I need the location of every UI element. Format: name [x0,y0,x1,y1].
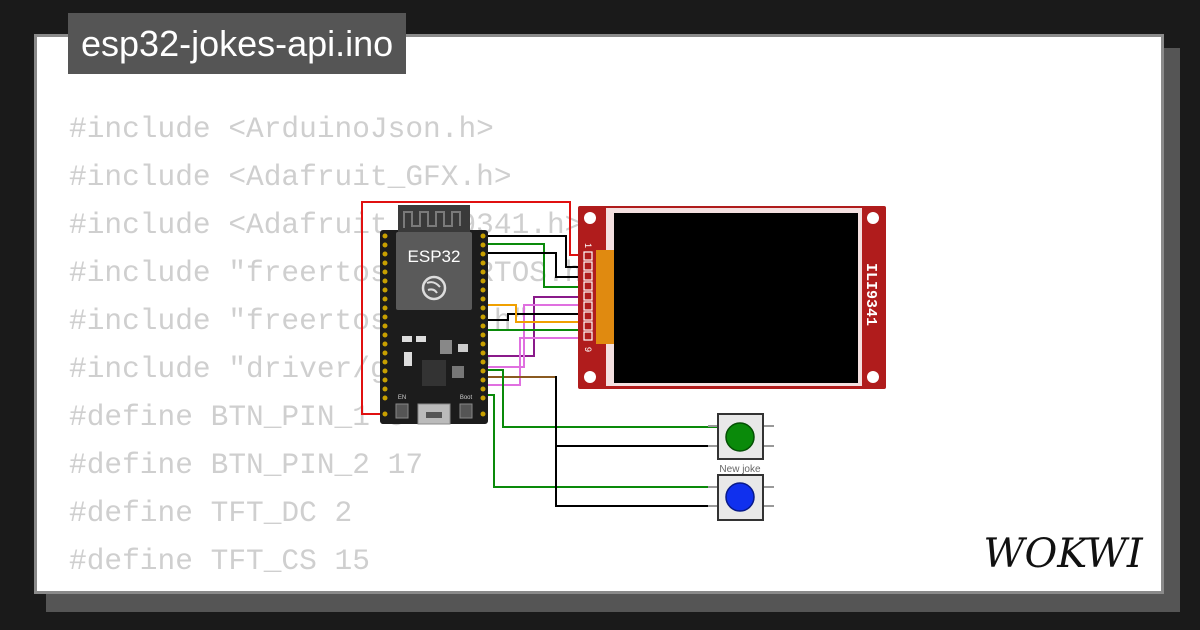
boot-label: Boot [460,395,473,401]
wire-green-btn1 [484,369,720,428]
en-button[interactable] [395,403,409,419]
code-background: #include <ArduinoJson.h> #include <Adafru… [69,105,600,585]
smd-component [452,366,464,378]
pin-label-last: 9 [583,347,593,352]
esp32-antenna [398,205,470,233]
espressif-logo-swirl [426,281,441,294]
pushbutton-green-cap[interactable] [725,422,755,452]
mount-hole-icon [867,212,879,224]
smd-component [402,336,412,342]
esp32-board: ESP32 EN Boot [380,205,488,425]
wire-red-vcc [361,201,598,415]
pushbutton-blue-cap[interactable] [725,482,755,512]
wire-purple-dc [484,296,598,357]
button-caption: New joke [719,464,761,475]
micro-usb-slot [426,412,442,418]
en-label: EN [398,395,406,401]
code-line: #define TFT_CS 15 [69,544,370,578]
usb-chip [422,360,446,386]
smd-component [458,344,468,352]
mount-hole-icon [867,371,879,383]
boot-button[interactable] [459,403,473,419]
smd-component [404,352,412,366]
pushbutton-green[interactable] [708,413,774,460]
antenna-trace [403,211,461,228]
wire-violet-mosi [484,304,598,368]
mount-hole-icon [584,212,596,224]
smd-component [416,336,426,342]
code-line: #define TFT_DC 2 [69,496,353,530]
pin-label-first: 1 [583,243,593,248]
wokwi-logo: WOKWI [983,531,1143,576]
code-line: #include <ArduinoJson.h> [69,112,494,146]
display-flex-cable [596,250,614,344]
display-label: ILI9341 [862,263,879,326]
esp32-module-shield [396,232,472,310]
wire-brown [484,376,557,378]
mount-hole-icon [584,371,596,383]
espressif-logo-icon [421,275,447,301]
pin-header-left [382,233,388,417]
code-line: #define BTN_PIN_2 17 [69,448,424,482]
display-screen [614,213,858,383]
file-title: esp32-jokes-api.ino [68,13,407,74]
wire-black-sck [484,313,598,321]
wokwi-logo-text: WOKWI [983,531,1143,576]
wire-black-btn2-gnd [555,446,720,507]
pin-header-right [480,233,486,417]
wire-green-cs [484,243,598,288]
smd-component [440,340,452,354]
wires [361,201,720,507]
esp32-label: ESP32 [408,247,461,266]
code-line: #include <Adafruit_GFX.h> [69,160,512,194]
display-pin-header [583,251,593,341]
code-line: #define BTN_PIN_1 5 [69,400,406,434]
pushbutton-blue[interactable] [708,474,774,521]
wire-green-btn2 [484,394,720,488]
wire-orange-led [484,304,598,323]
wire-black-rst [484,252,598,278]
ili9341-display: 1 9 ILI9341 [578,206,886,389]
